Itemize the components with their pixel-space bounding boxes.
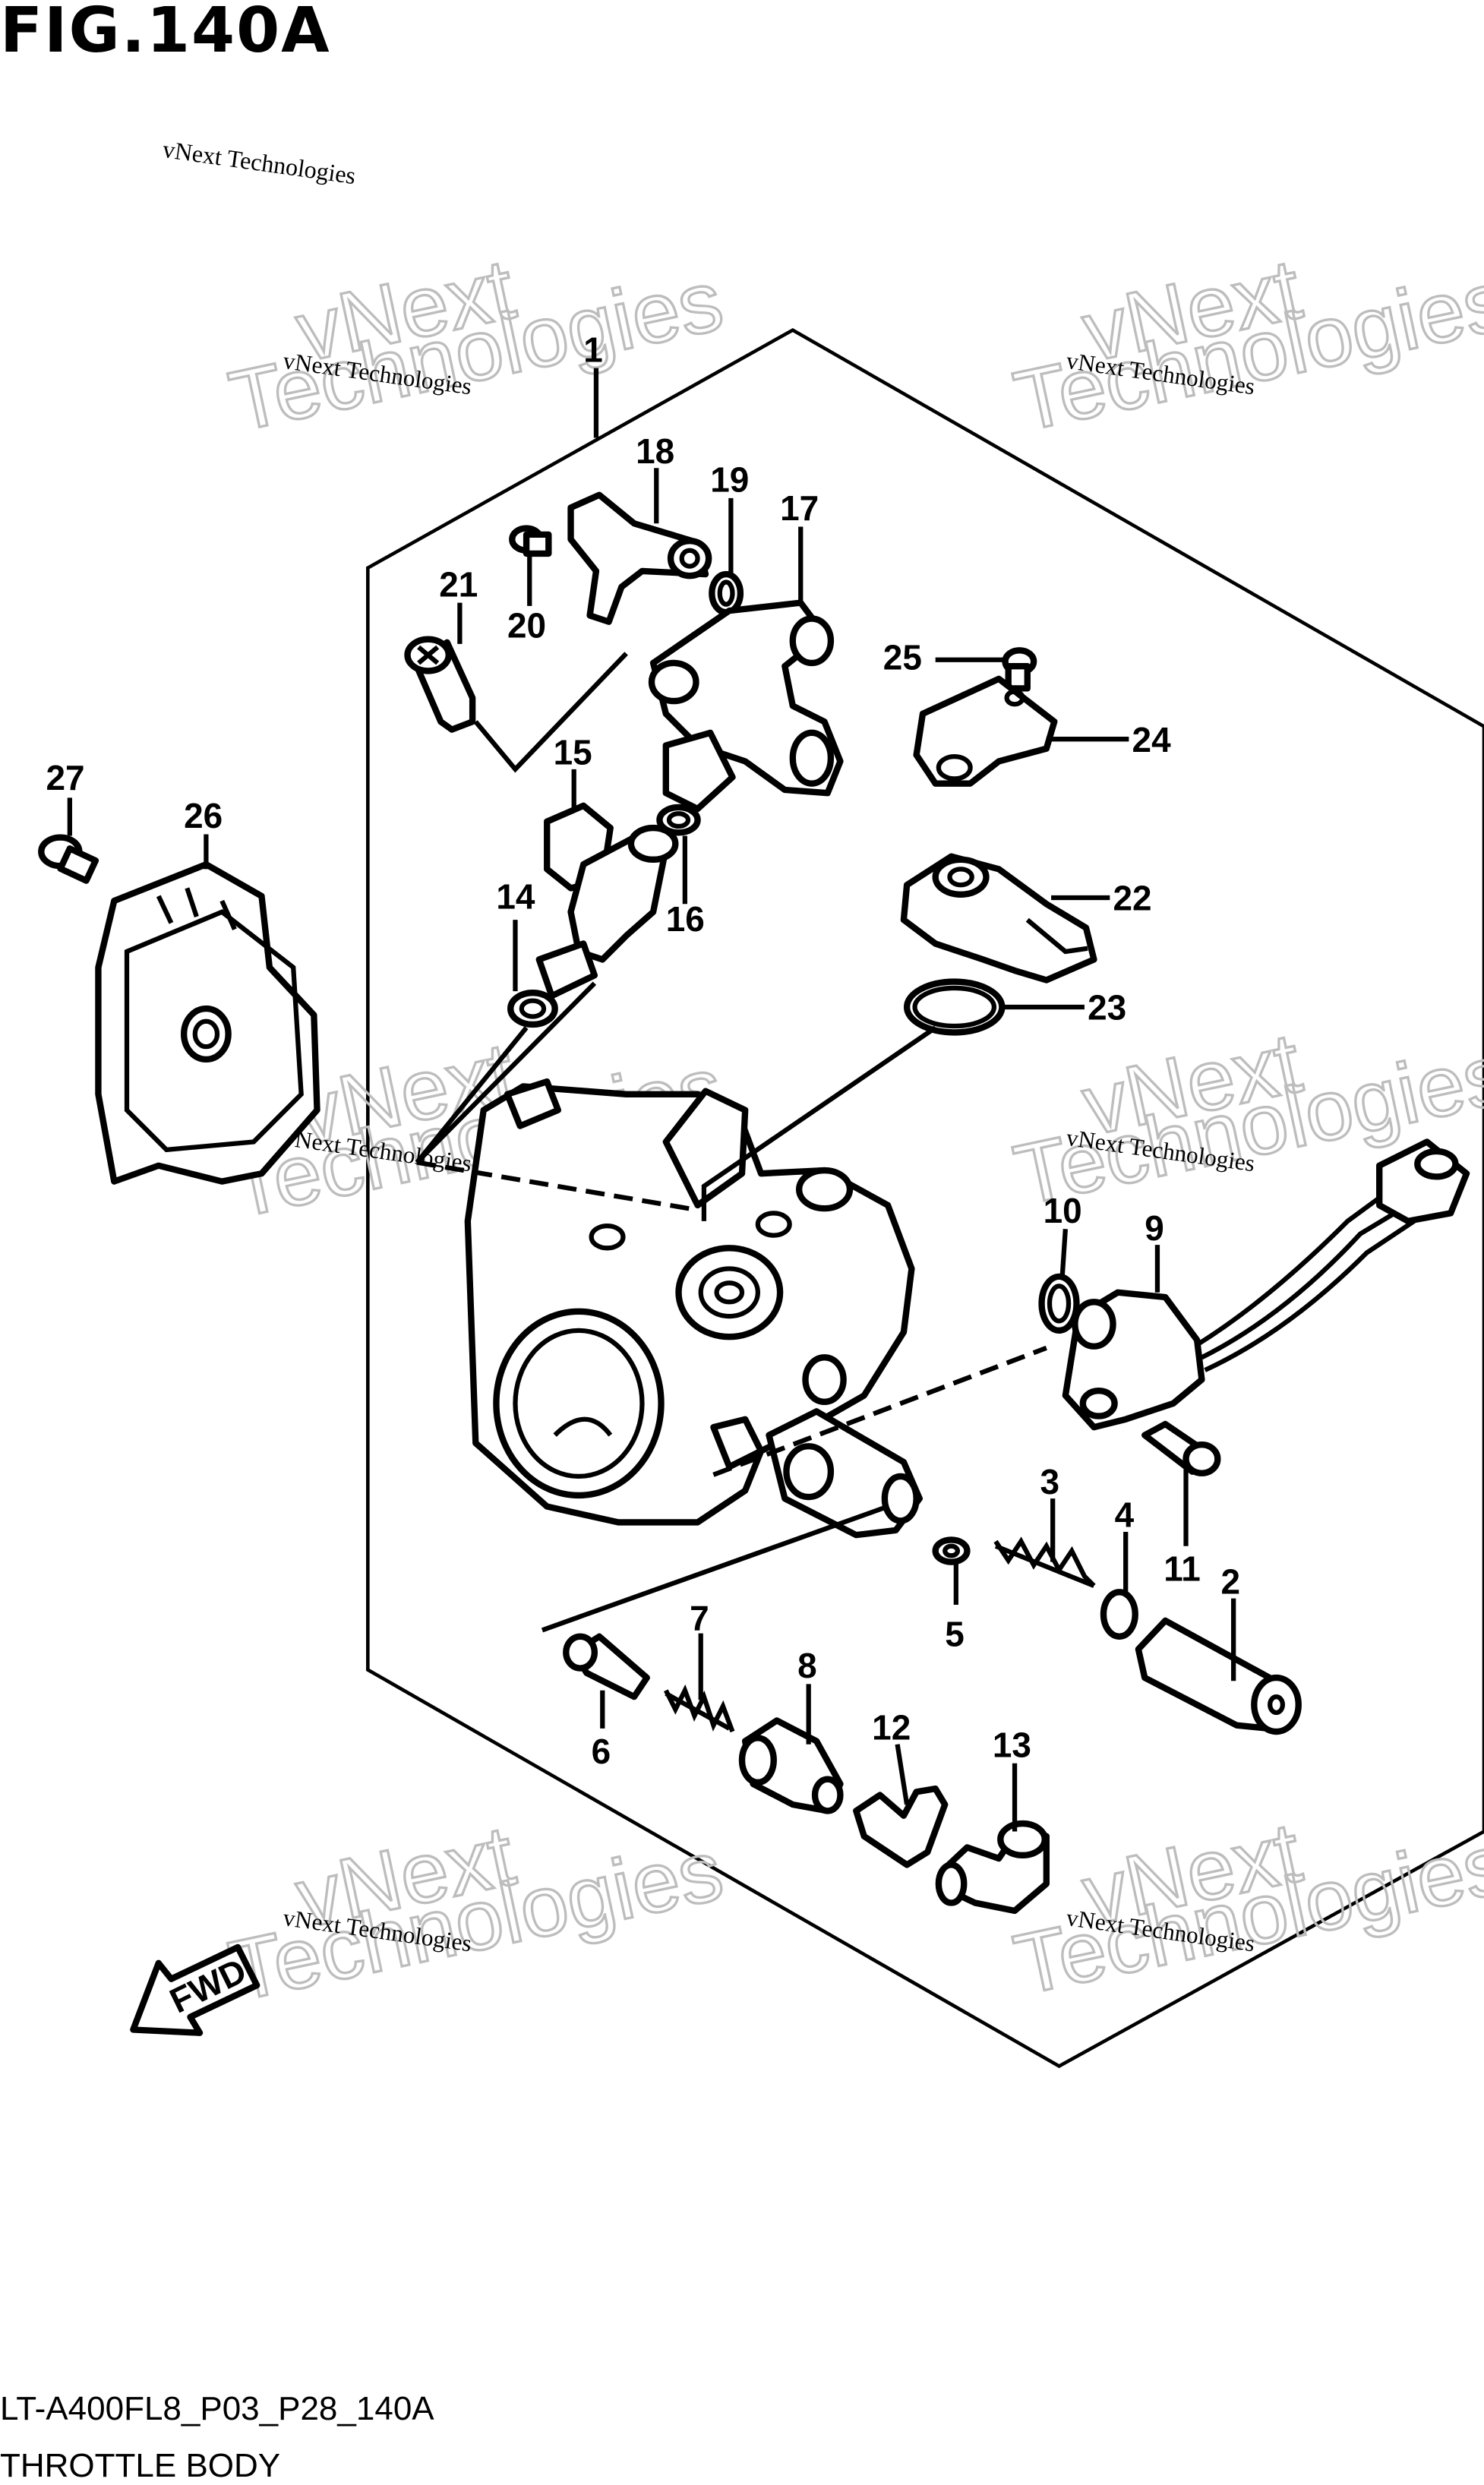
wm-small-text: vNext Technologies xyxy=(161,135,358,189)
callout-13: 13 xyxy=(993,1725,1031,1764)
callout-17: 17 xyxy=(780,488,819,528)
part-17-delivery-pipe xyxy=(648,599,844,813)
callout-11: 11 xyxy=(1164,1549,1201,1589)
callout-5: 5 xyxy=(945,1614,965,1653)
part-2-screw xyxy=(1135,1617,1302,1735)
callout-24: 24 xyxy=(1132,720,1172,759)
callout-19: 19 xyxy=(710,460,749,500)
callout-15: 15 xyxy=(554,733,592,772)
part-20-screw xyxy=(509,525,552,557)
callout-23: 23 xyxy=(1088,988,1126,1028)
part-14-seal xyxy=(507,990,558,1028)
part-27-screw xyxy=(38,834,99,884)
callout-2: 2 xyxy=(1220,1561,1240,1601)
callout-21: 21 xyxy=(439,564,478,604)
watermark-top-right: Technologies vNext xyxy=(1006,239,1484,450)
fwd-arrow-icon: FWD xyxy=(130,1943,260,2036)
callout-1: 1 xyxy=(583,330,603,369)
figure-name: THROTTLE BODY xyxy=(0,2447,281,2484)
callout-9: 9 xyxy=(1145,1208,1164,1248)
part-23-o-ring xyxy=(903,978,1006,1036)
part-22-sensor xyxy=(900,853,1097,984)
part-15-injector xyxy=(535,802,679,999)
part-26-cover xyxy=(95,860,320,1185)
callout-3: 3 xyxy=(1040,1462,1059,1501)
part-8-adjuster xyxy=(738,1717,844,1814)
callout-26: 26 xyxy=(184,796,223,835)
callout-27: 27 xyxy=(46,758,85,797)
part-11-screw xyxy=(1141,1420,1221,1476)
leader-lines xyxy=(67,368,1236,1832)
watermark-top-left: Technologies vNext vNext Technologies xyxy=(161,135,731,450)
part-13-elbow xyxy=(935,1820,1050,1915)
callout-16: 16 xyxy=(666,899,705,939)
part-7-spring xyxy=(663,1684,735,1733)
callout-18: 18 xyxy=(636,431,674,471)
part-24-bracket xyxy=(913,675,1058,787)
throttle-body xyxy=(464,1078,915,1526)
part-25-screw xyxy=(1002,647,1037,692)
callout-6: 6 xyxy=(592,1732,611,1771)
idle-port-block xyxy=(766,1408,923,1539)
part-19-o-ring xyxy=(709,570,744,616)
part-3-spring xyxy=(993,1536,1096,1588)
callout-20: 20 xyxy=(507,606,546,646)
callout-25: 25 xyxy=(883,637,922,677)
callout-12: 12 xyxy=(872,1707,911,1747)
callout-7: 7 xyxy=(690,1598,709,1637)
part-5-screw xyxy=(932,1536,971,1565)
callout-10: 10 xyxy=(1044,1191,1082,1230)
part-21-pin xyxy=(404,636,476,733)
part-18-fuel-pipe xyxy=(567,491,712,625)
part-9-tps-sensor xyxy=(1062,1138,1470,1431)
part-12-hose xyxy=(853,1786,949,1868)
part-4-o-ring xyxy=(1100,1589,1138,1640)
callout-8: 8 xyxy=(797,1646,817,1685)
part-6-plunger xyxy=(563,1633,650,1700)
part-16-o-ring xyxy=(656,804,701,836)
figure-code: LT-A400FL8_P03_P28_140A xyxy=(0,2390,434,2427)
callout-14: 14 xyxy=(496,877,535,917)
part-10-o-ring xyxy=(1038,1273,1080,1334)
callout-4: 4 xyxy=(1115,1495,1135,1535)
callout-22: 22 xyxy=(1113,879,1151,918)
assembly-outline xyxy=(366,327,1484,2069)
figure-title: FIG.140A xyxy=(0,0,331,67)
callouts: 1 2 3 4 5 6 7 8 9 10 11 12 13 14 15 16 1… xyxy=(46,330,1240,1770)
